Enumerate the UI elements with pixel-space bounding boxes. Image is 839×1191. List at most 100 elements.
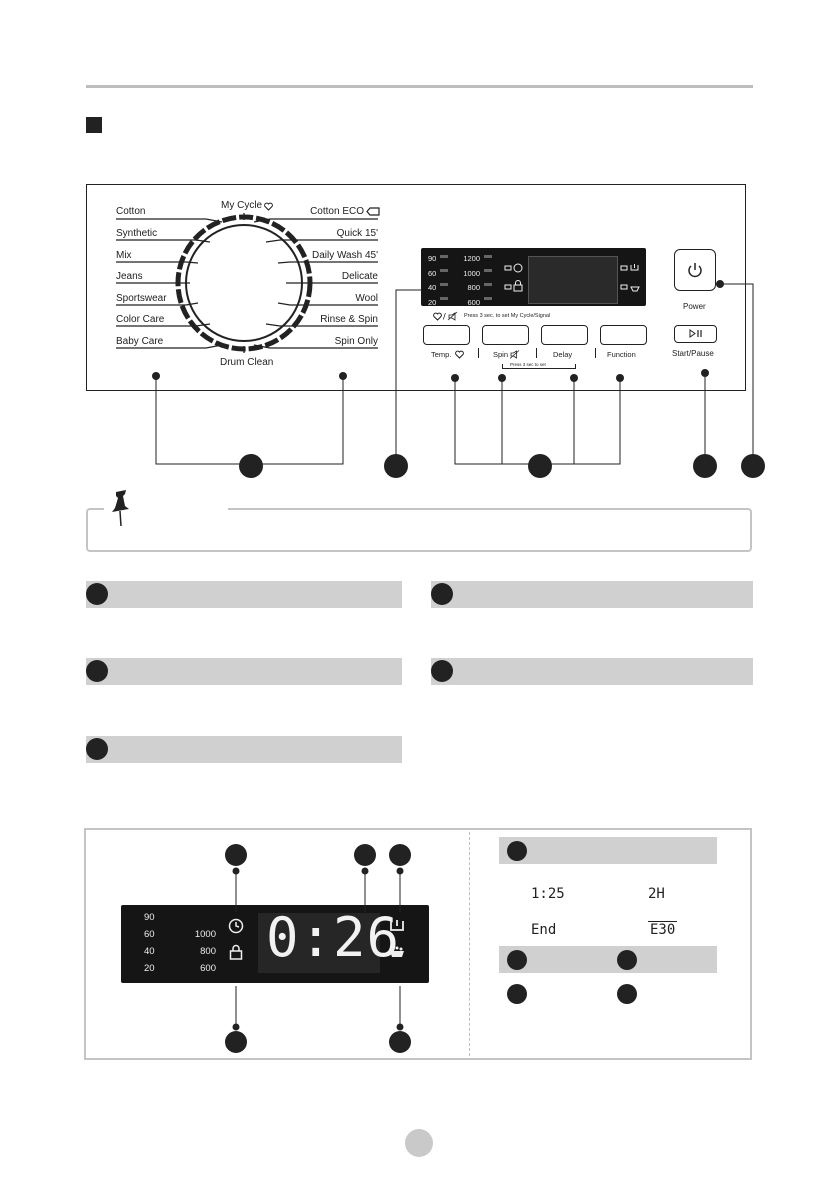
display-code: E30	[648, 921, 678, 938]
note-box-gap	[104, 504, 228, 512]
section-bar	[86, 581, 402, 608]
panel-display-screen	[528, 256, 618, 304]
program-dial	[116, 213, 378, 353]
spin-list: 1200 1000 800 600	[458, 252, 480, 310]
pre-wash-icon	[390, 946, 404, 957]
section-marker	[86, 117, 102, 133]
temp-value: 40	[144, 946, 155, 957]
section-bar	[86, 736, 402, 763]
delay-lock-icons	[504, 263, 523, 292]
program-label: Jeans	[116, 271, 143, 282]
program-label: Spin Only	[334, 336, 378, 347]
eco-tag-icon	[366, 207, 380, 216]
section-number-badge	[507, 950, 527, 970]
lock-hint: Press 3 sec to set	[509, 362, 547, 367]
program-label: Delicate	[341, 271, 378, 282]
section-number-badge	[431, 660, 453, 682]
delay-button[interactable]	[541, 325, 588, 345]
temp-value: 40	[428, 283, 437, 292]
temp-button-label: Temp.	[431, 350, 452, 359]
program-label: Cotton	[116, 206, 146, 217]
display-code: 2H	[648, 886, 665, 902]
function-button[interactable]	[600, 325, 647, 345]
program-label: Rinse & Spin	[320, 314, 378, 325]
temp-value: 90	[428, 254, 437, 263]
section-bar	[431, 581, 753, 608]
door-icon	[390, 920, 404, 931]
program-label: Baby Care	[116, 336, 164, 347]
button-separators	[478, 348, 479, 358]
temp-value: 60	[428, 268, 437, 278]
spin-value: 1200	[463, 254, 480, 263]
led-dashes	[440, 255, 492, 300]
section-number-badge	[86, 660, 108, 682]
section-number-badge	[507, 984, 527, 1004]
program-label-top: My Cycle	[221, 200, 263, 211]
start-pause-label: Start/Pause	[672, 349, 714, 358]
section-number-badge	[86, 583, 108, 605]
power-button[interactable]	[674, 249, 716, 291]
program-label: Wool	[355, 293, 378, 304]
program-label: Sportswear	[116, 293, 167, 304]
temp-list: 90 60 40 20	[428, 252, 436, 310]
section-number-badge	[86, 738, 108, 760]
spin-button[interactable]	[482, 325, 529, 345]
display-code: End	[531, 922, 557, 938]
section-bar	[431, 658, 753, 685]
display-detail-box	[84, 828, 752, 1060]
program-label: Color Care	[116, 314, 165, 325]
spin-value: 1000	[463, 268, 480, 278]
play-pause-icon	[689, 329, 702, 338]
page-number-badge	[405, 1129, 433, 1157]
lock-hint-bracket	[502, 364, 576, 369]
time-window	[258, 913, 380, 973]
heart-mute-icon: /	[433, 311, 458, 321]
program-label: Cotton ECO	[310, 206, 364, 217]
display-temp-list: 90 60 40 20	[144, 909, 155, 977]
function-button-label: Function	[607, 350, 636, 359]
display-callouts	[225, 844, 411, 1053]
start-pause-button[interactable]	[674, 325, 717, 343]
spin-value: 600	[200, 963, 216, 974]
clock-icon	[228, 918, 244, 934]
temp-value: 20	[144, 963, 155, 974]
code-section-bar	[499, 837, 717, 864]
display-spin-list: 1000 800 600	[190, 926, 216, 977]
section-number-badge	[617, 984, 637, 1004]
heart-icon	[264, 202, 273, 211]
callout-lines	[152, 280, 765, 478]
delay-button-label: Delay	[553, 350, 573, 359]
control-panel	[86, 184, 746, 391]
status-icons	[620, 264, 640, 292]
button-separator	[536, 348, 537, 358]
program-label-bottom: Drum Clean	[220, 357, 274, 368]
spin-value: 800	[467, 283, 480, 292]
temp-button[interactable]	[423, 325, 470, 345]
button-separator	[595, 348, 596, 358]
press-hint: Press 3 sec. to set My Cycle/Signal	[464, 313, 551, 319]
spin-value: 800	[200, 946, 216, 957]
section-number-badge	[617, 950, 637, 970]
heart-icon	[455, 350, 464, 359]
header-rule	[86, 85, 753, 88]
section-number-badge	[507, 841, 527, 861]
note-box	[86, 508, 752, 552]
power-label: Power	[683, 302, 706, 311]
lock-icon	[229, 944, 243, 960]
program-label: Synthetic	[116, 228, 158, 239]
spin-button-label: Spin	[493, 350, 509, 359]
display-code: 1:25	[531, 886, 565, 902]
program-label: Quick 15'	[336, 228, 378, 239]
temp-value: 60	[144, 929, 155, 940]
mute-icon	[510, 350, 520, 359]
program-label: Mix	[116, 250, 132, 261]
temp-value: 90	[144, 912, 155, 923]
svg-text:/: /	[443, 312, 446, 321]
time-readout: 0:26	[266, 906, 401, 969]
section-number-badge	[431, 583, 453, 605]
pushpin-icon	[112, 490, 129, 527]
program-label: Daily Wash 45'	[311, 250, 378, 261]
temp-value: 20	[428, 297, 437, 307]
spin-value: 600	[467, 297, 480, 307]
power-icon	[688, 263, 702, 278]
